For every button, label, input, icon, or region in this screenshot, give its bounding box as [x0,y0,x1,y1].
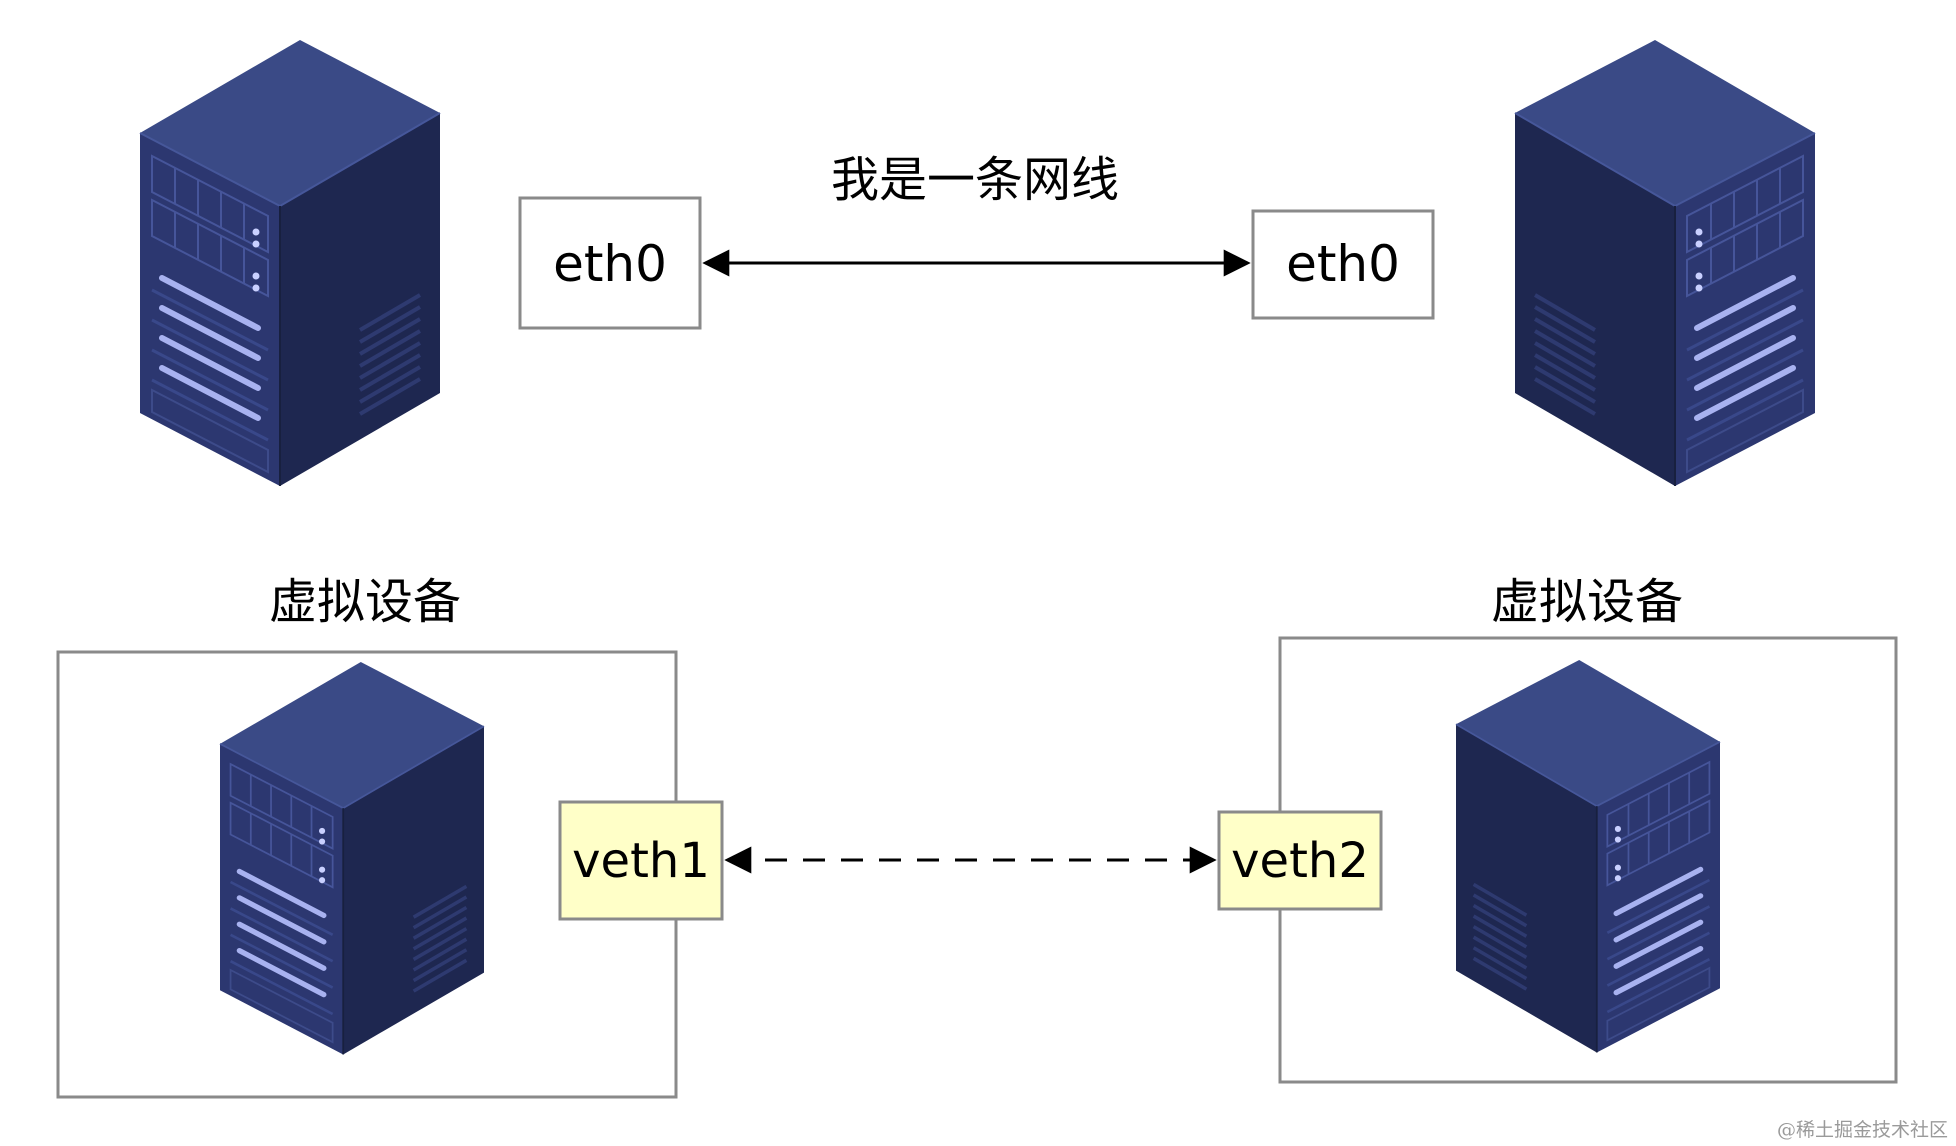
veth1-label: veth1 [572,833,710,889]
eth0-right-label: eth0 [1286,235,1400,293]
eth0-left-label: eth0 [553,235,667,293]
server-icon-bottom-right [1456,660,1720,1052]
cable-label: 我是一条网线 [831,152,1119,208]
veth2-box: veth2 [1217,810,1383,911]
virtual-device-label-left: 虚拟设备 [269,574,461,630]
watermark: @稀土掘金技术社区 [1777,1119,1948,1141]
eth0-right-box: eth0 [1251,209,1435,320]
veth2-label: veth2 [1231,833,1369,889]
virtual-device-label-right: 虚拟设备 [1491,574,1683,630]
server-icon-top-right [1515,40,1815,486]
eth0-left-box: eth0 [518,196,702,330]
veth1-box: veth1 [558,800,724,921]
server-icon-top-left [140,40,440,486]
server-icon-bottom-left [220,662,484,1054]
